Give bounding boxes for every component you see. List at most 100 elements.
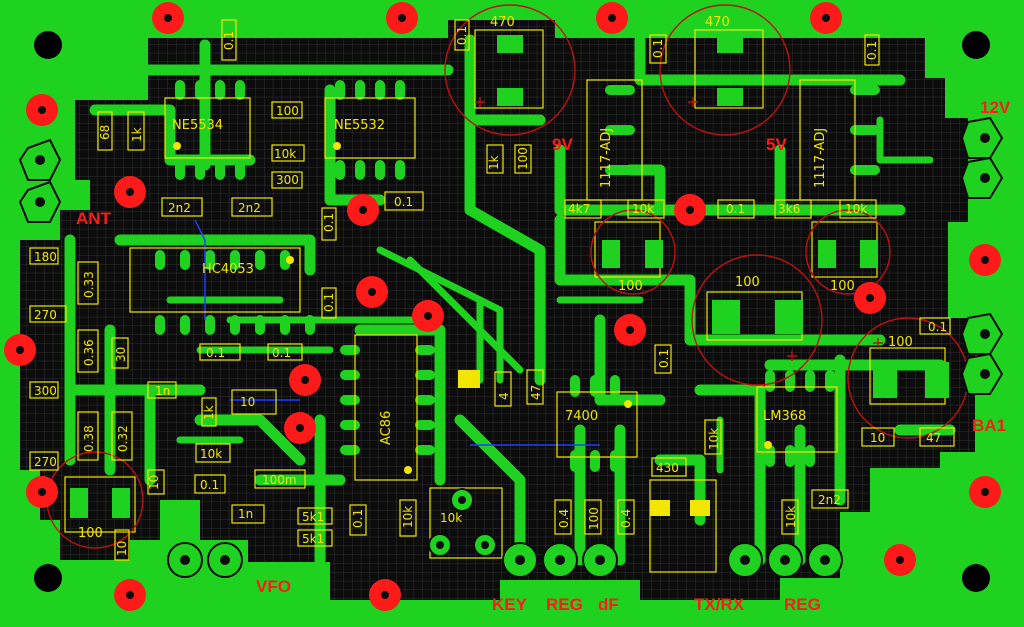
pin1-markers	[173, 142, 772, 474]
cap-100b-label: 100	[830, 279, 855, 294]
part-label: 300	[34, 384, 57, 398]
part-labels: 0.1 68 1k 100 10k 300 2n2 2n2 0.1 0.1 18…	[34, 26, 947, 556]
part-label: 0.32	[116, 425, 130, 452]
connector-labels: ANT VFO KEY REG dF TX/RX REG 12V BA1 9V …	[76, 98, 1011, 614]
ic-lm368-label: LM368	[763, 409, 806, 424]
part-label: 270	[34, 308, 57, 322]
part-label: 30	[114, 347, 128, 362]
part-label: 0.1	[222, 31, 236, 50]
label-df: dF	[598, 595, 619, 614]
part-label: 4	[497, 392, 511, 400]
part-label: 2n2	[818, 493, 841, 507]
part-label: 0.4	[619, 509, 633, 528]
ic-7400-label: 7400	[565, 409, 598, 424]
part-label: 10k	[200, 447, 222, 461]
part-label: 0.1	[322, 293, 336, 312]
part-label: 1n	[155, 384, 170, 398]
part-label: 10	[870, 431, 885, 445]
part-label: 10k	[440, 511, 462, 525]
smd-pads	[70, 35, 949, 518]
part-label: 68	[98, 125, 112, 140]
part-label: 0.1	[322, 213, 336, 232]
part-label: 430	[656, 461, 679, 475]
part-label: 2n2	[238, 201, 261, 215]
part-label: 2n2	[168, 201, 191, 215]
cap-470b-label: 470	[705, 15, 730, 30]
part-label: 0.1	[272, 346, 291, 360]
part-label: 1k	[202, 405, 216, 420]
part-label: 1k	[487, 155, 501, 170]
ic-reg9-label: 1117-ADJ	[599, 128, 614, 188]
part-label: 1n	[238, 507, 253, 521]
ic-ne5534-label: NE5534	[172, 118, 223, 133]
part-label: 0.1	[455, 26, 469, 45]
part-label: 100	[516, 147, 530, 170]
label-9v: 9V	[552, 135, 573, 154]
part-label: 47	[529, 385, 543, 400]
ic-labels: NE5534 NE5532 HC4053 AC86 7400 LM368 111…	[172, 118, 828, 445]
ic-reg5-label: 1117-ADJ	[813, 128, 828, 188]
label-ba1: BA1	[972, 416, 1006, 435]
part-label: 180	[34, 250, 57, 264]
part-label: 3k6	[778, 202, 800, 216]
part-label: 0.1	[726, 202, 745, 216]
cap-100e-label: 100	[78, 526, 103, 541]
cap-470a-label: 470	[490, 15, 515, 30]
copper-traces	[64, 34, 956, 566]
capacitor-polarity	[475, 97, 883, 361]
part-label: 100	[276, 104, 299, 118]
component-outlines	[29, 19, 955, 573]
part-label: 10k	[784, 506, 798, 528]
label-5v: 5V	[766, 135, 787, 154]
part-label: 0.1	[206, 346, 225, 360]
ic-ac86-label: AC86	[379, 411, 394, 445]
capacitor-labels: 470 470 100 100 100 100 100	[78, 15, 913, 541]
connector-pads	[18, 116, 1004, 578]
label-key: KEY	[492, 595, 528, 614]
part-label: 10	[147, 475, 161, 490]
ic-hc4053-label: HC4053	[202, 262, 254, 277]
part-label: 0.1	[651, 39, 665, 58]
mounting-holes	[34, 31, 990, 592]
part-label: 0.4	[557, 509, 571, 528]
label-txrx: TX/RX	[694, 595, 745, 614]
part-label: 1k	[130, 127, 144, 142]
part-label: 5k1	[302, 532, 324, 546]
label-12v: 12V	[980, 98, 1011, 117]
part-label: 10	[240, 395, 255, 409]
part-label: 5k1	[302, 510, 324, 524]
cap-100c-label: 100	[735, 275, 760, 290]
part-label: 10	[115, 541, 129, 556]
yellow-pads	[458, 370, 710, 516]
part-label: 10k	[274, 147, 296, 161]
part-label: 0.33	[82, 271, 96, 298]
part-label: 10k	[845, 202, 867, 216]
part-label: 10k	[632, 202, 654, 216]
part-label: 300	[276, 173, 299, 187]
cap-100d-label: 100	[888, 335, 913, 350]
ic-ne5532-label: NE5532	[334, 118, 385, 133]
ic-outlines	[64, 29, 946, 559]
label-reg-2: REG	[784, 595, 821, 614]
part-label: 0.1	[394, 195, 413, 209]
label-ant: ANT	[76, 209, 112, 228]
part-label: 100	[587, 507, 601, 530]
part-label: 10k	[401, 506, 415, 528]
part-label: 47	[926, 431, 941, 445]
jumper-wires	[194, 219, 600, 446]
part-label: 4k7	[568, 202, 590, 216]
part-label: 100m	[262, 473, 297, 487]
cap-100a-label: 100	[618, 279, 643, 294]
part-label: 0.1	[865, 41, 879, 60]
part-label: 0.38	[82, 425, 96, 452]
part-label: 0.1	[351, 509, 365, 528]
part-label: 0.36	[82, 339, 96, 366]
part-label: 10k	[707, 428, 721, 450]
part-label: 270	[34, 455, 57, 469]
label-reg-1: REG	[546, 595, 583, 614]
drill-holes	[4, 2, 1001, 611]
label-vfo: VFO	[256, 577, 291, 596]
part-label: 0.1	[200, 478, 219, 492]
part-label: 0.1	[657, 349, 671, 368]
